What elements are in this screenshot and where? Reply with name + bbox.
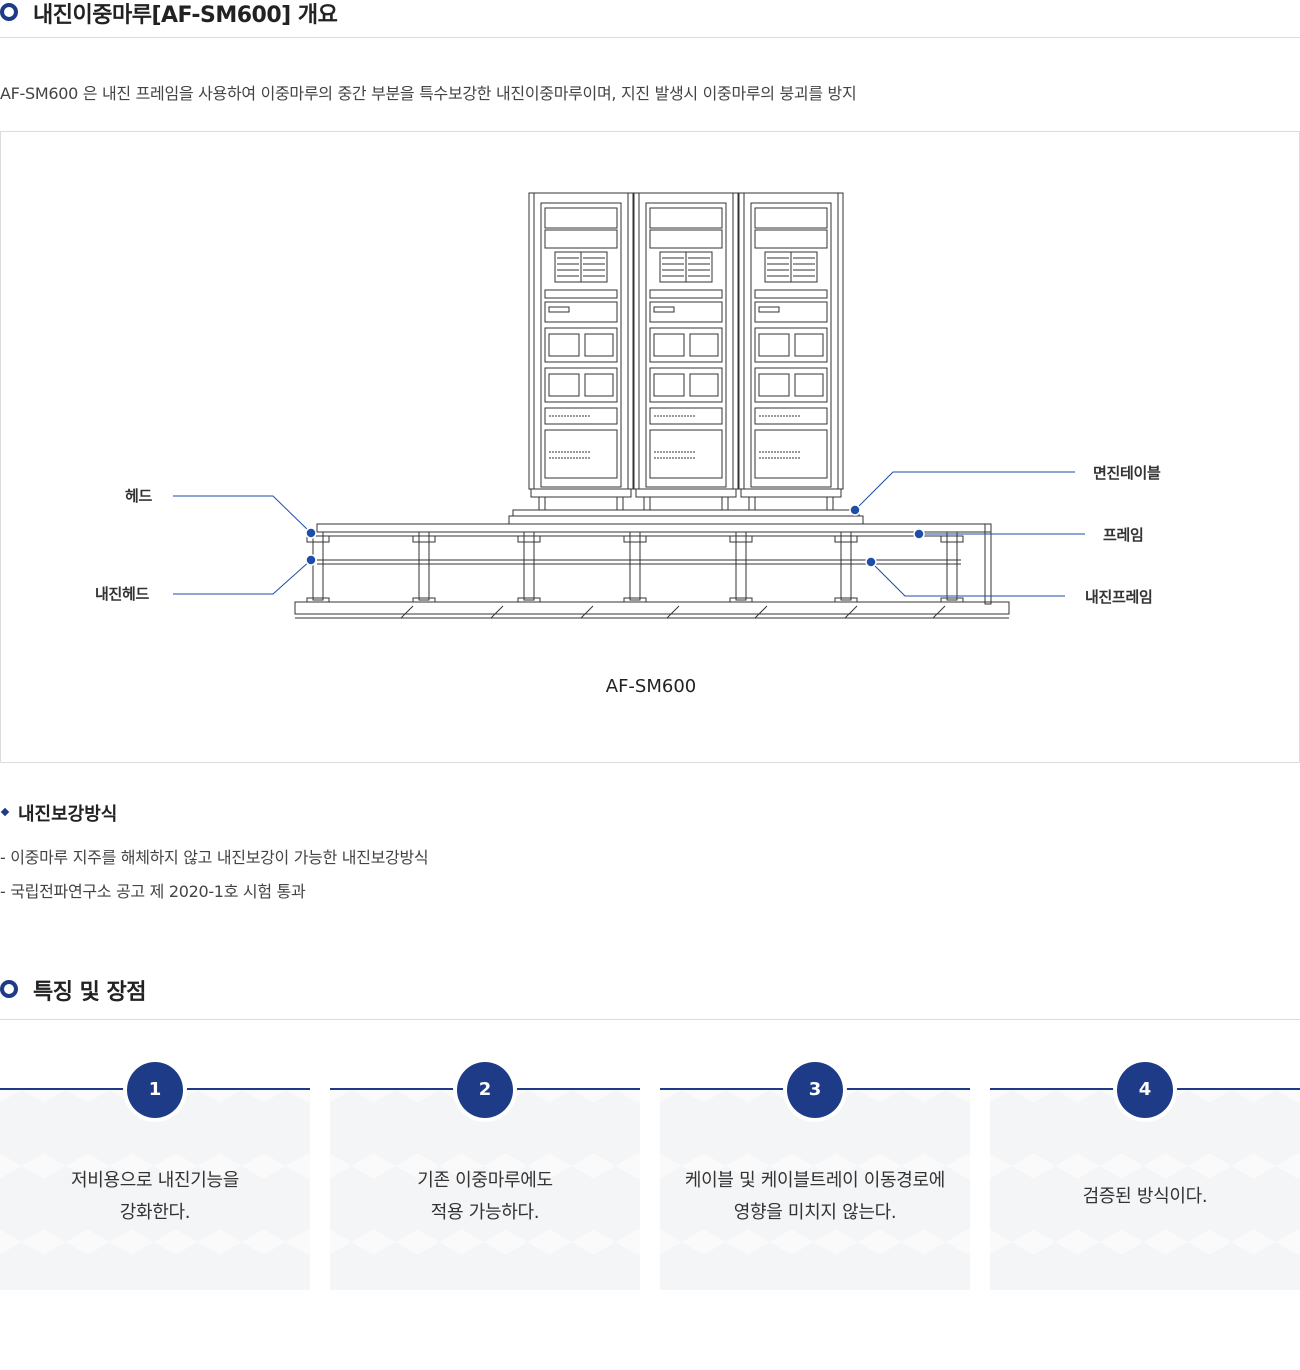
feature-text: 기존 이중마루에도 적용 가능하다. bbox=[417, 1170, 553, 1223]
model-label: AF-SM600 bbox=[605, 676, 697, 697]
seismic-floor-diagram: 헤드 내진헤드 면진테이블 프레임 내진프레임 AF-SM600 bbox=[0, 131, 1300, 763]
callout-isolation-table: 면진테이블 bbox=[1093, 464, 1161, 482]
rack-floor-illustration bbox=[173, 192, 1085, 619]
overview-title: 내진이중마루[AF-SM600] 개요 bbox=[33, 3, 338, 28]
isolation-table bbox=[508, 509, 864, 525]
feature-text: 검증된 방식이다. bbox=[1082, 1186, 1208, 1207]
feature-card: 4 검증된 방식이다. bbox=[990, 1062, 1300, 1290]
floor-pedestals bbox=[306, 531, 964, 603]
circle-bullet-icon bbox=[0, 980, 18, 998]
feature-card: 2 기존 이중마루에도 적용 가능하다. bbox=[330, 1062, 640, 1290]
overview-intro: AF-SM600 은 내진 프레임을 사용하여 이중마루의 중간 부분을 특수보… bbox=[0, 84, 857, 103]
server-rack-1 bbox=[528, 192, 634, 510]
method-title: 내진보강방식 bbox=[18, 804, 118, 825]
method-item: - 이중마루 지주를 해체하지 않고 내진보강이 가능한 내진보강방식 bbox=[0, 848, 429, 867]
callout-dots bbox=[305, 504, 925, 568]
feature-text: 케이블 및 케이블트레이 이동경로에 영향을 미치지 않는다. bbox=[684, 1170, 946, 1223]
feature-number-badge: 3 bbox=[787, 1062, 843, 1118]
diamond-bullet-icon bbox=[0, 807, 10, 817]
feature-card-background bbox=[660, 1090, 970, 1290]
callout-leaders bbox=[173, 471, 1085, 597]
feature-number-badge: 2 bbox=[457, 1062, 513, 1118]
features-title: 특징 및 장점 bbox=[33, 980, 147, 1005]
server-rack-3 bbox=[738, 192, 844, 510]
feature-card-background bbox=[0, 1090, 310, 1290]
callout-frame: 프레임 bbox=[1103, 526, 1144, 544]
features-section-header: 특징 및 장점 bbox=[0, 976, 1300, 1020]
feature-card: 3 케이블 및 케이블트레이 이동경로에 영향을 미치지 않는다. bbox=[660, 1062, 970, 1290]
method-item: - 국립전파연구소 공고 제 2020-1호 시험 통과 bbox=[0, 882, 306, 901]
concrete-slab bbox=[294, 601, 1010, 619]
feature-text: 저비용으로 내진기능을 강화한다. bbox=[70, 1170, 240, 1223]
feature-number-badge: 1 bbox=[127, 1062, 183, 1118]
feature-card-background bbox=[990, 1090, 1300, 1290]
server-rack-2 bbox=[633, 192, 739, 510]
callout-head: 헤드 bbox=[125, 487, 153, 505]
callout-seismic-frame: 내진프레임 bbox=[1085, 588, 1153, 606]
circle-bullet-icon bbox=[0, 3, 18, 21]
feature-card-background bbox=[330, 1090, 640, 1290]
feature-number-badge: 4 bbox=[1117, 1062, 1173, 1118]
overview-section-header: 내진이중마루[AF-SM600] 개요 bbox=[0, 0, 1300, 38]
feature-card: 1 저비용으로 내진기능을 강화한다. bbox=[0, 1062, 310, 1290]
callout-seismic-head: 내진헤드 bbox=[95, 585, 150, 603]
